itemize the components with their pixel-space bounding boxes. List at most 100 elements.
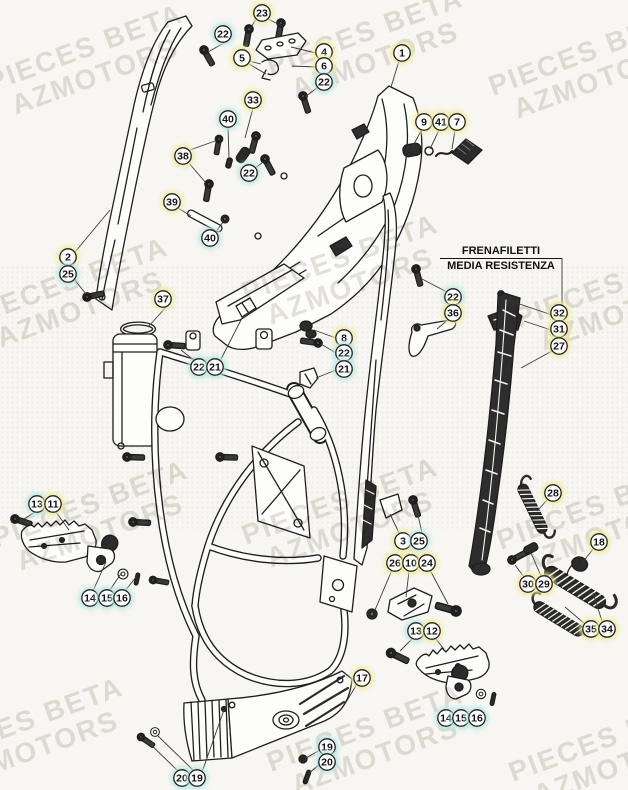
callout-number: 3: [400, 536, 406, 548]
leader-line: [344, 683, 358, 705]
callout-40[interactable]: 40: [198, 226, 222, 250]
threadlocker-note: FRENAFILETTI MEDIA RESISTENZA: [440, 245, 562, 272]
callout-40[interactable]: 40: [216, 107, 240, 131]
pawl-14: [101, 534, 119, 552]
frame-tab-3: [379, 493, 403, 519]
throttle-cable-parts: [402, 138, 483, 165]
callout-17[interactable]: 17: [350, 666, 374, 690]
callout-22[interactable]: 22: [211, 22, 235, 46]
callout-23[interactable]: 23: [250, 1, 274, 25]
callout-5[interactable]: 5: [230, 46, 254, 70]
callout-number: 5: [239, 53, 245, 65]
ring-41: [424, 146, 434, 156]
callout-28[interactable]: 28: [541, 481, 565, 505]
callout-22[interactable]: 22: [332, 341, 356, 365]
callout-number: 30: [522, 579, 534, 591]
callout-22[interactable]: 22: [312, 70, 336, 94]
callout-25[interactable]: 25: [56, 262, 80, 286]
callout-25[interactable]: 25: [407, 529, 431, 553]
callout-24[interactable]: 24: [415, 551, 439, 575]
bracket-10-group: [366, 493, 464, 621]
callout-32[interactable]: 32: [547, 301, 571, 325]
callout-16[interactable]: 16: [110, 586, 134, 610]
callout-18[interactable]: 18: [587, 530, 611, 554]
leader-line: [219, 317, 243, 362]
top-bracket-group: [241, 17, 307, 81]
callout-circle: [214, 25, 232, 43]
callout-37[interactable]: 37: [151, 287, 175, 311]
callout-35[interactable]: 35: [579, 617, 603, 641]
callout-31[interactable]: 31: [547, 317, 571, 341]
callout-number: 40: [204, 233, 216, 245]
callout-number: 34: [601, 624, 613, 636]
callout-circle: [550, 337, 568, 355]
callout-circle: [335, 360, 353, 378]
callout-number: 2: [65, 252, 71, 264]
callout-13[interactable]: 13: [25, 492, 49, 516]
callout-27[interactable]: 27: [547, 334, 571, 358]
callout-22[interactable]: 22: [237, 161, 261, 185]
callout-30[interactable]: 30: [516, 572, 540, 596]
callout-number: 10: [405, 558, 417, 570]
callout-circle: [154, 290, 172, 308]
callout-circle: [535, 575, 553, 593]
side-number-plate: [353, 192, 397, 566]
callout-circle: [444, 304, 462, 322]
callout-11[interactable]: 11: [41, 492, 65, 516]
callout-7[interactable]: 7: [445, 110, 469, 134]
left-footpeg-group: [9, 513, 141, 586]
callout-number: 39: [166, 197, 178, 209]
callout-circle: [410, 532, 428, 550]
callout-circle: [590, 533, 608, 551]
leader-line: [592, 592, 603, 622]
callout-number: 20: [321, 757, 333, 769]
callout-12[interactable]: 12: [420, 619, 444, 643]
callout-number: 20: [176, 773, 188, 785]
callout-10[interactable]: 10: [399, 551, 423, 575]
callout-36[interactable]: 36: [441, 301, 465, 325]
callout-number: 40: [222, 114, 234, 126]
callout-26[interactable]: 26: [383, 551, 407, 575]
leader-line: [523, 320, 552, 331]
callout-20[interactable]: 20: [315, 750, 339, 774]
callout-circle: [393, 44, 411, 62]
callout-14[interactable]: 14: [78, 586, 102, 610]
callout-19[interactable]: 19: [185, 766, 209, 790]
callout-circle: [44, 495, 62, 513]
callout-21[interactable]: 21: [332, 357, 356, 381]
callout-circle: [240, 164, 258, 182]
callout-6[interactable]: 6: [312, 54, 336, 78]
callout-29[interactable]: 29: [532, 572, 556, 596]
callout-number: 8: [341, 333, 347, 345]
leader-line: [415, 505, 423, 534]
callout-circle: [233, 49, 251, 67]
callout-number: 7: [454, 117, 460, 129]
callout-33[interactable]: 33: [241, 88, 265, 112]
callout-16[interactable]: 16: [465, 706, 489, 730]
leader-line: [156, 734, 194, 771]
callout-number: 6: [321, 61, 327, 73]
callout-circle: [418, 554, 436, 572]
grommet-8: [299, 320, 313, 332]
callout-38[interactable]: 38: [171, 144, 195, 168]
callout-number: 13: [410, 626, 422, 638]
callout-3[interactable]: 3: [391, 529, 415, 553]
leader-line: [374, 569, 393, 611]
callout-34[interactable]: 34: [595, 617, 619, 641]
callout-1[interactable]: 1: [390, 41, 414, 65]
leader-line: [109, 571, 123, 591]
callout-39[interactable]: 39: [160, 190, 184, 214]
callout-15[interactable]: 15: [449, 706, 473, 730]
callout-22[interactable]: 22: [187, 355, 211, 379]
callout-number: 12: [426, 626, 438, 638]
callout-number: 33: [247, 95, 259, 107]
callout-circle: [353, 669, 371, 687]
callout-9[interactable]: 9: [412, 110, 436, 134]
callout-number: 31: [553, 324, 565, 336]
callout-13[interactable]: 13: [404, 619, 428, 643]
callout-number: 29: [538, 579, 550, 591]
callout-21[interactable]: 21: [203, 355, 227, 379]
leader-line: [248, 63, 267, 75]
note-line1: FRENAFILETTI: [440, 245, 562, 259]
